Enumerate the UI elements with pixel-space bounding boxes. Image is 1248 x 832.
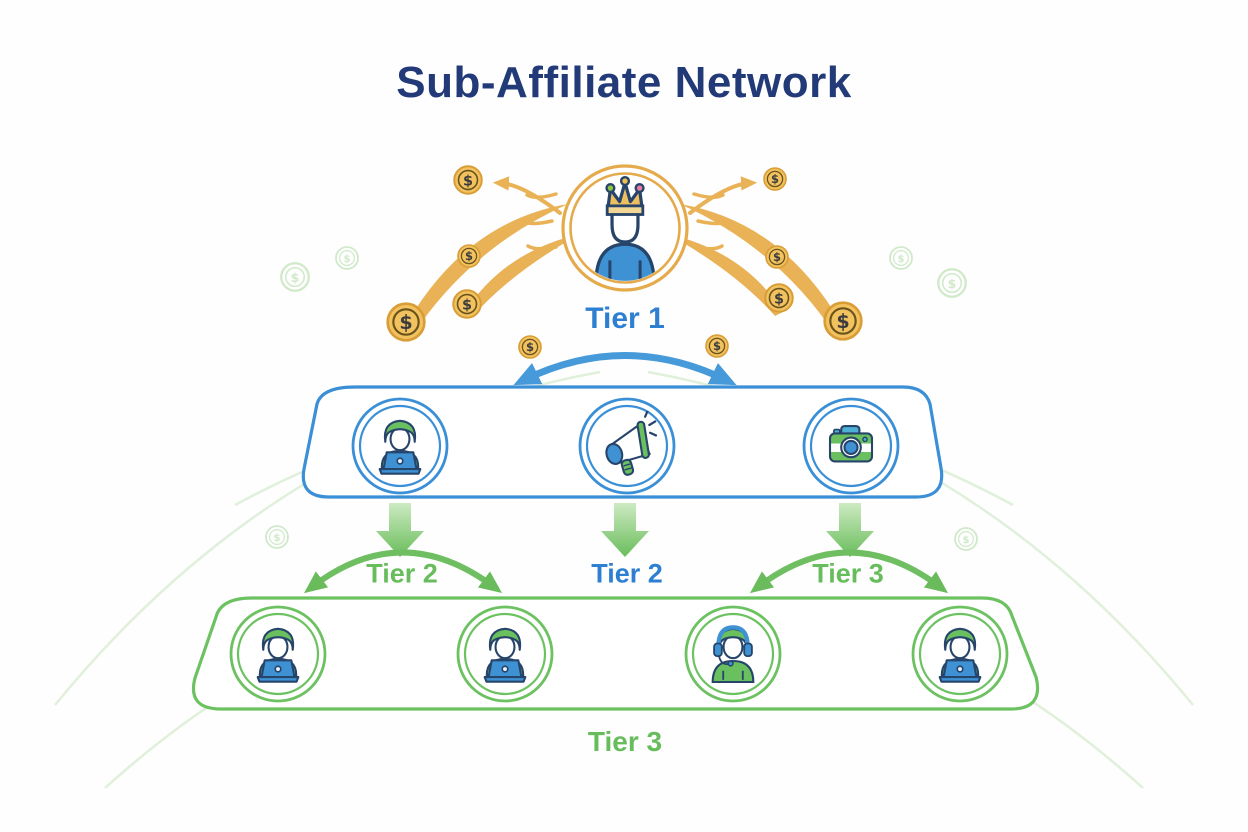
tier3-member-2 — [456, 605, 554, 703]
dollar-coin — [453, 165, 483, 195]
tier1-split-arrow — [513, 352, 737, 386]
tier1-container-box — [301, 385, 944, 499]
dollar-coin — [763, 167, 787, 191]
diagram-title: Sub-Affiliate Network — [396, 58, 852, 107]
dollar-coin — [764, 283, 794, 313]
tier3-member-1 — [229, 605, 327, 703]
dollar-coin — [823, 301, 863, 341]
headset-agent-icon — [713, 627, 754, 682]
dollar-coin — [457, 244, 481, 268]
tier1-label: Tier 1 — [585, 302, 665, 335]
faint-coin — [889, 246, 913, 270]
payout-arrows — [492, 176, 758, 215]
dollar-coin — [765, 245, 789, 269]
faint-coin — [335, 246, 359, 270]
tier3-right-label: Tier 3 — [812, 558, 884, 589]
dollar-coin — [518, 335, 542, 359]
tier1-member-blogger — [351, 397, 449, 495]
tier3-container-box — [192, 596, 1040, 711]
tier1-member-photographer — [802, 397, 900, 495]
down-arrow — [826, 503, 874, 557]
dollar-coin — [386, 302, 426, 342]
tier1-member-promoter — [578, 397, 676, 495]
tier3-bottom-label: Tier 3 — [587, 726, 663, 757]
tier2-left-label: Tier 2 — [366, 558, 438, 589]
tier3-member-support — [684, 605, 782, 703]
downflow-arrows — [376, 503, 874, 557]
down-arrow — [376, 503, 424, 557]
faint-coin — [265, 525, 289, 549]
faint-coin — [280, 262, 310, 292]
down-arrow — [601, 503, 649, 557]
tier3-split-arrow — [749, 549, 949, 594]
faint-coin — [937, 268, 967, 298]
tier3-member-4 — [911, 605, 1009, 703]
top-affiliate-badge — [561, 164, 689, 292]
dollar-coin — [705, 334, 729, 358]
faint-coin — [954, 527, 978, 551]
dollar-coin — [452, 289, 482, 319]
tier2-split-arrow — [303, 549, 503, 594]
tier2-center-label: Tier 2 — [591, 558, 663, 589]
